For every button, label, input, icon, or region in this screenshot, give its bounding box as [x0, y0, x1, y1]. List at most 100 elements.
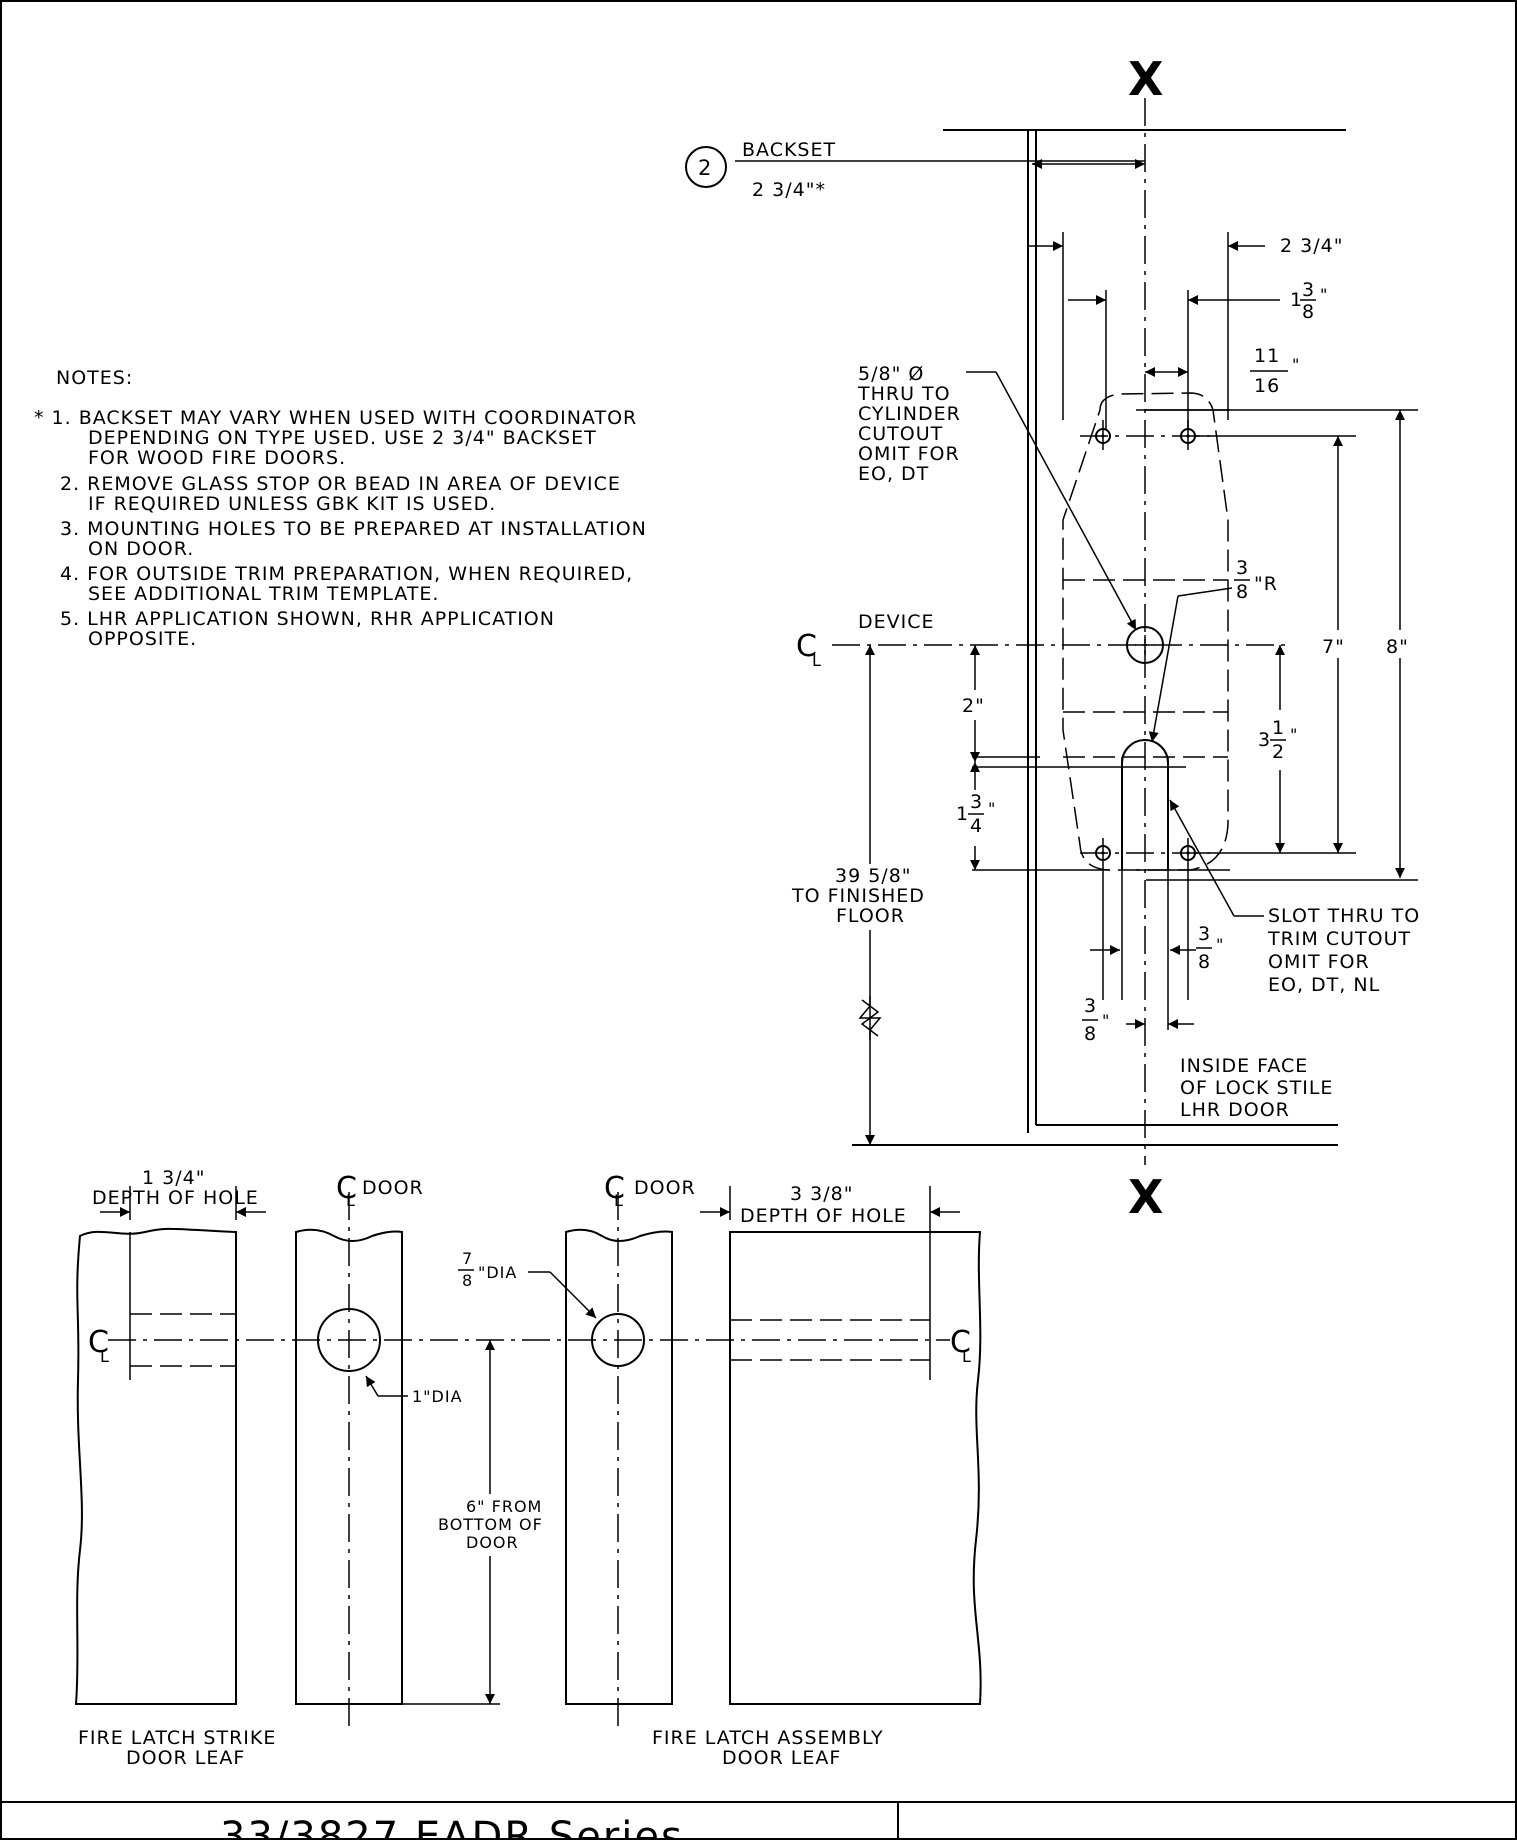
dia-7-8-suffix: "DIA [478, 1263, 517, 1282]
right-depth-value: 3 3/8" [790, 1183, 853, 1205]
note-line: 5. LHR APPLICATION SHOWN, RHR APPLICATIO… [60, 608, 555, 630]
six-from-line-3: DOOR [466, 1533, 519, 1552]
dim-2: 2" [962, 695, 985, 717]
trim-slot [1121, 739, 1169, 870]
svg-text:EO, DT, NL: EO, DT, NL [1268, 974, 1380, 996]
note-line: DEPENDING ON TYPE USED. USE 2 3/4" BACKS… [88, 427, 597, 449]
trim-outline [1062, 392, 1229, 871]
dim-2-3-4: 2 3/4" [1280, 235, 1343, 257]
dim-3-1-2-whole: 3 [1258, 729, 1271, 751]
assembly-hole-7-8 [591, 1313, 645, 1367]
section-mark-top: X [1128, 52, 1163, 106]
note-line: FOR WOOD FIRE DOORS. [88, 447, 346, 469]
left-depth-label: DEPTH OF HOLE [92, 1187, 259, 1209]
dim-3-8-b-den: 8 [1084, 1023, 1097, 1045]
svg-text:TRIM CUTOUT: TRIM CUTOUT [1267, 928, 1411, 950]
title-block-title: 33/3827 EADR Series [220, 1814, 684, 1840]
svg-text:OMIT FOR: OMIT FOR [1268, 951, 1370, 973]
dim-1-3-8-whole: 1 [1290, 289, 1303, 311]
section-mark-bottom: X [1128, 1170, 1163, 1224]
dia-1-label: 1"DIA [412, 1387, 463, 1406]
dim-3-8-r-den: 8 [1236, 581, 1249, 603]
svg-text:OMIT FOR: OMIT FOR [858, 443, 960, 465]
floor-line-1: 39 5/8" [835, 865, 912, 887]
note-line: 4. FOR OUTSIDE TRIM PREPARATION, WHEN RE… [60, 563, 633, 585]
right-depth-label: DEPTH OF HOLE [740, 1205, 907, 1227]
dim-3-1-2-den: 2 [1272, 741, 1285, 763]
assembly-caption-line-2: DOOR LEAF [722, 1747, 841, 1769]
dim-3-1-2-num: 1 [1272, 717, 1285, 739]
dim-3-8-a-inch: " [1216, 935, 1224, 954]
dim-3-8-b-num: 3 [1084, 995, 1097, 1017]
dim-11-16-den: 16 [1254, 375, 1280, 397]
backset-value: 2 3/4"* [752, 179, 826, 201]
dia-7-8-den: 8 [462, 1271, 473, 1290]
strike-edge-panel [74, 1227, 237, 1705]
backset-callout-number: 2 [698, 156, 712, 180]
device-centerline-sub: L [812, 651, 822, 670]
dim-1-3-4-whole: 1 [956, 803, 969, 825]
svg-text:EO, DT: EO, DT [858, 463, 929, 485]
device-centerline-symbol: C [796, 629, 817, 664]
dim-1-3-8-num: 3 [1302, 279, 1315, 301]
dim-3-8-b-inch: " [1102, 1011, 1110, 1030]
svg-text:THRU TO: THRU TO [857, 383, 951, 405]
dia-7-8-num: 7 [462, 1249, 473, 1268]
title-block: 33/3827 EADR Series [1, 1801, 1516, 1840]
slot-callout: SLOT THRU TO TRIM CUTOUT OMIT FOR EO, DT… [1169, 799, 1420, 996]
lock-stile-elevation: X X 2 BACKSET 2 3/4"* 2 3/4" 1 3 8 " [685, 52, 1420, 1224]
assembly-face-panel [565, 1228, 673, 1705]
dim-1-3-8-inch: " [1320, 285, 1328, 304]
inside-face-line-2: OF LOCK STILE [1180, 1077, 1333, 1099]
fire-latch-sections: C L C L 1 3/4" DEPTH OF HOLE C L DOOR 1"… [74, 1167, 982, 1769]
note-line: 2. REMOVE GLASS STOP OR BEAD IN AREA OF … [60, 473, 621, 495]
inside-face-line-3: LHR DOOR [1180, 1099, 1290, 1121]
dim-3-8-r-num: 3 [1236, 557, 1249, 579]
right-centerline-symbol: C [950, 1325, 971, 1360]
mounting-holes [1080, 420, 1210, 1000]
dim-3-1-2-inch: " [1290, 725, 1298, 744]
note-line: 3. MOUNTING HOLES TO BE PREPARED AT INST… [60, 518, 647, 540]
six-from-line-1: 6" FROM [466, 1497, 542, 1516]
svg-text:CYLINDER: CYLINDER [858, 403, 961, 425]
dim-7: 7" [1322, 636, 1345, 658]
cylinder-callout: 5/8" Ø THRU TO CYLINDER CUTOUT OMIT FOR … [857, 363, 1137, 631]
note-line: * 1. BACKSET MAY VARY WHEN USED WITH COO… [34, 407, 637, 429]
svg-text:CUTOUT: CUTOUT [858, 423, 943, 445]
left-centerline-sub: L [100, 1347, 110, 1366]
dim-1-3-8-den: 8 [1302, 301, 1315, 323]
left-depth-value: 1 3/4" [142, 1167, 205, 1189]
svg-text:SLOT THRU TO: SLOT THRU TO [1268, 905, 1420, 927]
notes-block: NOTES: * 1. BACKSET MAY VARY WHEN USED W… [34, 367, 647, 650]
dim-8: 8" [1386, 636, 1409, 658]
strike-face-panel [295, 1228, 403, 1705]
dim-1-3-4-inch: " [988, 799, 996, 818]
strike-caption-line-1: FIRE LATCH STRIKE [78, 1727, 276, 1749]
floor-line-2: TO FINISHED [791, 885, 925, 907]
strike-caption-line-2: DOOR LEAF [126, 1747, 245, 1769]
dim-11-16-inch: " [1292, 355, 1300, 374]
dim-3-8-r-suffix: "R [1254, 573, 1278, 595]
strike-door-label: DOOR [362, 1177, 424, 1199]
note-line: SEE ADDITIONAL TRIM TEMPLATE. [88, 583, 439, 605]
note-line: OPPOSITE. [88, 628, 197, 650]
right-centerline-sub: L [962, 1347, 972, 1366]
svg-text:5/8" Ø: 5/8" Ø [858, 363, 924, 385]
assembly-door-label: DOOR [634, 1177, 696, 1199]
assembly-caption-line-1: FIRE LATCH ASSEMBLY [652, 1727, 884, 1749]
note-line: ON DOOR. [88, 538, 194, 560]
strike-door-cl-symbol: C [336, 1171, 357, 1206]
inside-face-line-1: INSIDE FACE [1180, 1055, 1308, 1077]
dim-1-3-4-num: 3 [970, 791, 983, 813]
dim-3-8-a-num: 3 [1198, 923, 1211, 945]
note-line: IF REQUIRED UNLESS GBK KIT IS USED. [88, 493, 496, 515]
device-label: DEVICE [858, 611, 935, 633]
strike-door-cl-sub: L [346, 1191, 356, 1210]
strike-hole-1in [317, 1308, 381, 1372]
backset-callout-circle [685, 146, 727, 188]
assembly-door-cl-sub: L [614, 1191, 624, 1210]
backset-label: BACKSET [742, 139, 836, 161]
six-from-line-2: BOTTOM OF [438, 1515, 543, 1534]
